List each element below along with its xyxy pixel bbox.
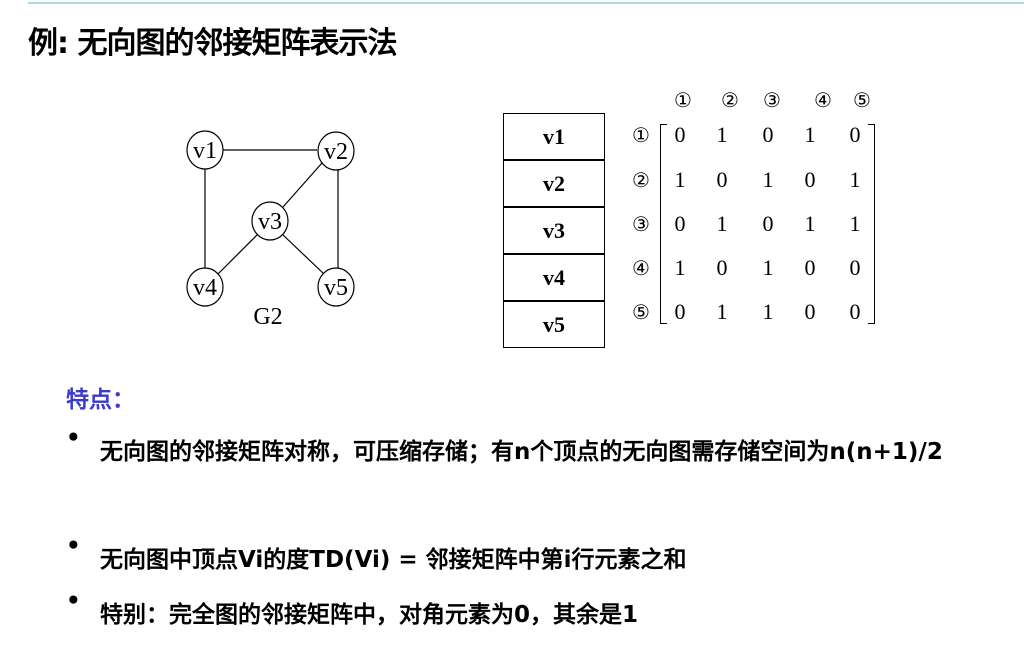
matrix-row-label: ③ bbox=[632, 212, 650, 236]
bullet-item: • 无向图中顶点Vi的度TD(Vi) = 邻接矩阵中第i行元素之和 bbox=[66, 533, 1000, 587]
matrix-row-label: ⑤ bbox=[632, 300, 650, 324]
node-v1 bbox=[186, 130, 224, 170]
matrix-cell: 0 bbox=[804, 255, 816, 280]
node-v3 bbox=[251, 201, 289, 241]
vertex-cell: v5 bbox=[543, 311, 565, 337]
bullet-dot: • bbox=[66, 533, 81, 559]
matrix-cell: 1 bbox=[716, 299, 728, 324]
matrix-cell: 0 bbox=[762, 211, 774, 236]
matrix-col-label: ⑤ bbox=[853, 88, 871, 112]
vertex-cell: v1 bbox=[504, 114, 604, 161]
node-label: v5 bbox=[324, 275, 348, 301]
matrix-cell: 0 bbox=[849, 299, 861, 324]
edge-v2-v3 bbox=[282, 162, 323, 208]
vertex-table: v1 v2 v3 v4 v5 bbox=[503, 113, 605, 348]
node-label: v2 bbox=[324, 139, 348, 165]
features-heading: 特点： bbox=[66, 387, 135, 413]
vertex-cell: v4 bbox=[504, 255, 604, 302]
matrix-cell: 1 bbox=[762, 255, 774, 280]
node-v4 bbox=[186, 267, 224, 307]
matrix-cell: 1 bbox=[716, 211, 728, 236]
node-label: v1 bbox=[193, 138, 217, 164]
node-label: v3 bbox=[258, 209, 282, 235]
matrix-cell: 0 bbox=[849, 122, 861, 147]
graph-name: G2 bbox=[253, 304, 282, 330]
matrix-cell: 1 bbox=[674, 167, 686, 192]
bullet-text: 特别：完全图的邻接矩阵中，对角元素为0，其余是1 bbox=[100, 602, 639, 628]
bullet-text: 无向图的邻接矩阵对称，可压缩存储；有n个顶点的无向图需存储空间为n(n+1)/2 bbox=[100, 439, 943, 465]
vertex-cell: v2 bbox=[504, 161, 604, 208]
bullet-dot: • bbox=[66, 588, 81, 614]
matrix-row-label: ① bbox=[632, 123, 650, 147]
matrix-cell: 0 bbox=[762, 122, 774, 147]
bullet-item: • 无向图的邻接矩阵对称，可压缩存储；有n个顶点的无向图需存储空间为n(n+1)… bbox=[66, 425, 1000, 479]
bullet-dot: • bbox=[66, 425, 81, 451]
matrix-cell: 1 bbox=[804, 211, 816, 236]
top-divider bbox=[28, 2, 1024, 4]
matrix-cell: 0 bbox=[716, 255, 728, 280]
node-v2 bbox=[317, 131, 355, 171]
matrix-cell: 1 bbox=[849, 167, 861, 192]
matrix-left-bracket bbox=[660, 124, 667, 324]
matrix-cell: 1 bbox=[716, 122, 728, 147]
node-label: v4 bbox=[193, 275, 217, 301]
matrix-cell: 0 bbox=[804, 167, 816, 192]
matrix-col-label: ② bbox=[721, 88, 739, 112]
matrix-cell: 1 bbox=[804, 122, 816, 147]
matrix-col-label: ③ bbox=[763, 88, 781, 112]
matrix-row-label: ② bbox=[632, 168, 650, 192]
matrix-cell: 0 bbox=[716, 167, 728, 192]
matrix-cell: 0 bbox=[674, 211, 686, 236]
matrix-cell: 1 bbox=[762, 299, 774, 324]
matrix-cell: 1 bbox=[762, 167, 774, 192]
bullet-text: 无向图中顶点Vi的度TD(Vi) = 邻接矩阵中第i行元素之和 bbox=[100, 547, 687, 573]
matrix-cell: 0 bbox=[674, 122, 686, 147]
matrix-cell: 1 bbox=[674, 255, 686, 280]
graph-g2: v1 v2 v3 v4 v5 G2 bbox=[186, 130, 355, 330]
vertex-cell: v3 bbox=[504, 208, 604, 255]
matrix-right-bracket bbox=[868, 124, 875, 324]
edge-v3-v4 bbox=[217, 233, 259, 275]
matrix-row-label: ④ bbox=[632, 256, 650, 280]
matrix-cell: 0 bbox=[804, 299, 816, 324]
matrix-col-label: ④ bbox=[814, 88, 832, 112]
page-title: 例: 无向图的邻接矩阵表示法 bbox=[28, 26, 397, 61]
matrix-cell: 0 bbox=[674, 299, 686, 324]
matrix-cell: 1 bbox=[849, 211, 861, 236]
node-v5 bbox=[317, 267, 355, 307]
edge-v3-v5 bbox=[281, 233, 325, 275]
matrix-cell: 0 bbox=[849, 255, 861, 280]
bullet-item: • 特别：完全图的邻接矩阵中，对角元素为0，其余是1 bbox=[66, 588, 1000, 642]
matrix-col-label: ① bbox=[674, 88, 692, 112]
